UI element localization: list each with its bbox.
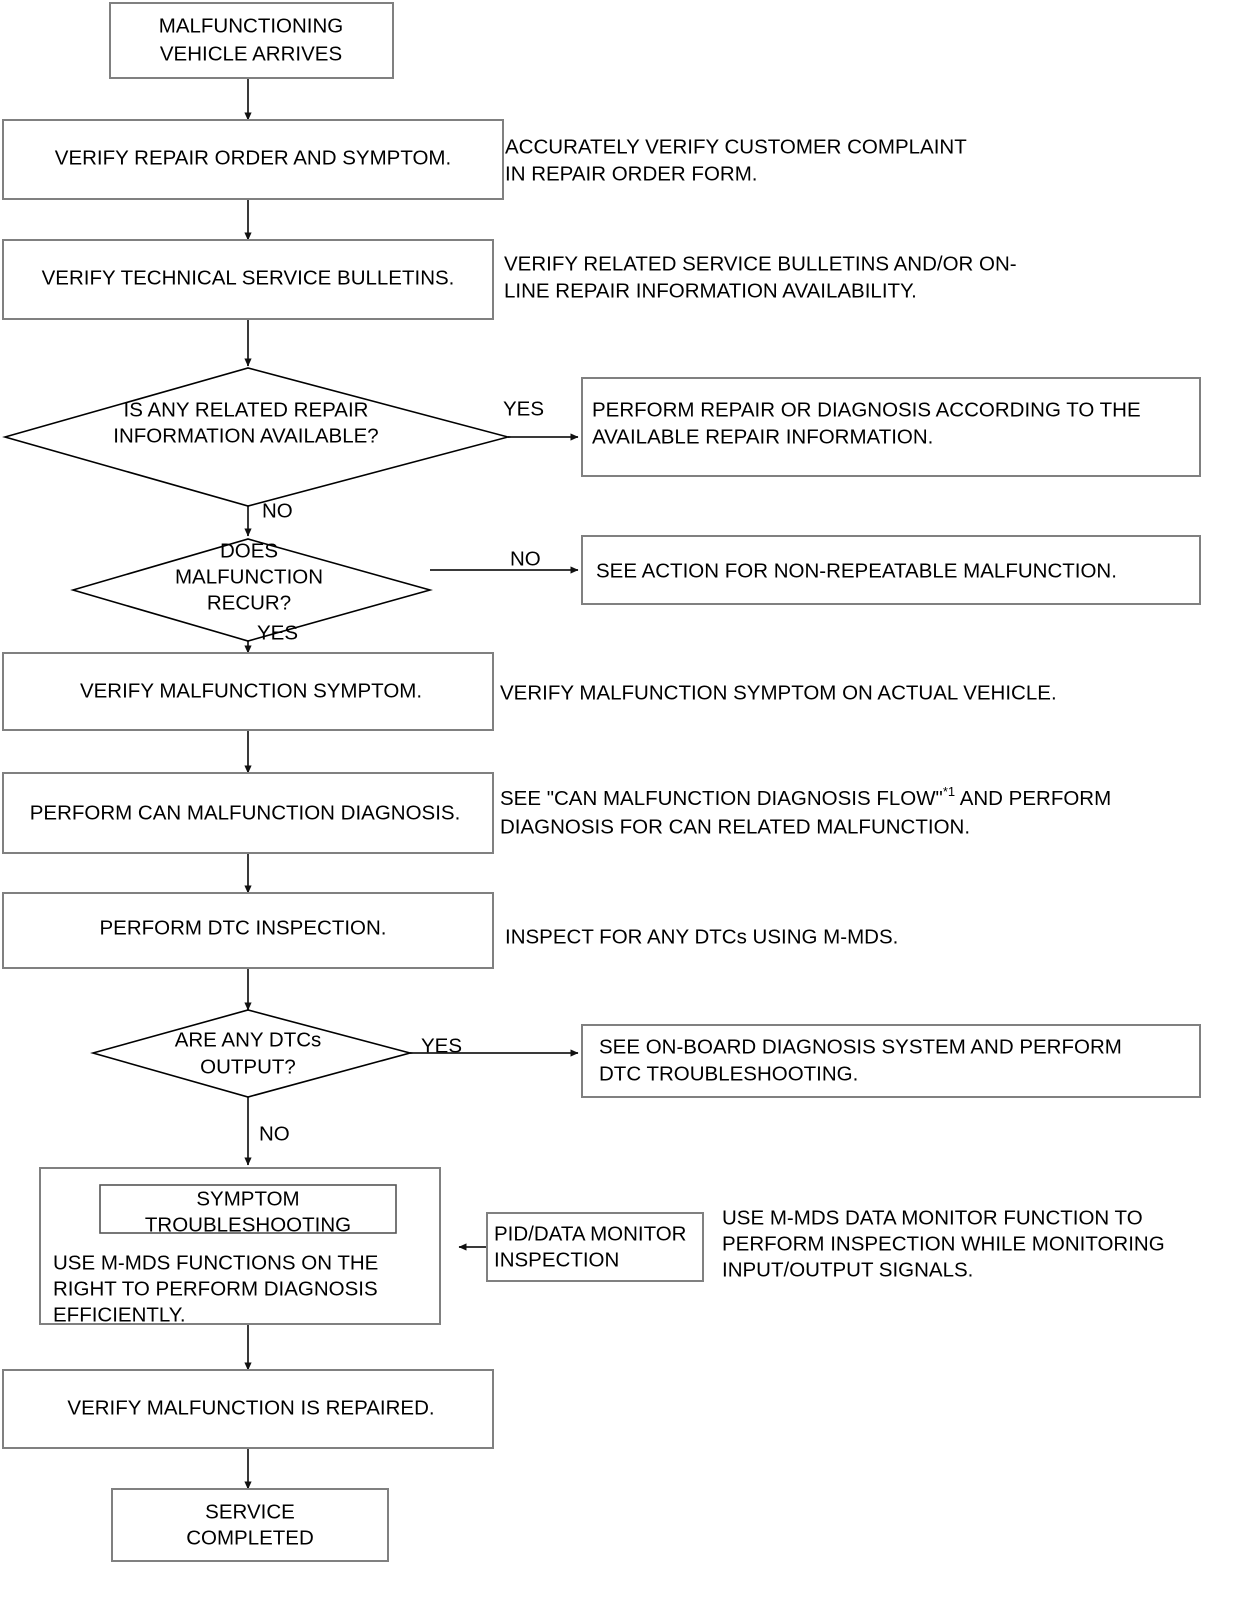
symptom-troubleshooting-inner-line1: SYMPTOM [196,1187,299,1210]
annotation-verify-tsb-line1: VERIFY RELATED SERVICE BULLETINS AND/OR … [504,252,1017,275]
annotation-pid-line1: USE M-MDS DATA MONITOR FUNCTION TO [722,1206,1143,1229]
node-symptom-troubleshooting-inner-box [99,1184,397,1234]
edge-label-recur-no: NO [510,547,541,570]
node-dtc-inspection-box [2,892,494,969]
decision-repair-info-line2: INFORMATION AVAILABLE? [113,424,378,447]
action-dtc-troubleshooting-line1: SEE ON-BOARD DIAGNOSIS SYSTEM AND PERFOR… [599,1035,1122,1058]
decision-dtc-line2: OUTPUT? [200,1055,296,1078]
node-can-diagnosis-box [2,772,494,854]
action-dtc-troubleshooting-line2: DTC TROUBLESHOOTING. [599,1062,858,1085]
decision-repair-info-line1: IS ANY RELATED REPAIR [124,398,369,421]
node-action-non-repeatable-box [581,535,1201,605]
symptom-troubleshooting-body-line2: RIGHT TO PERFORM DIAGNOSIS [53,1277,378,1300]
node-verify-repair-order-box [2,119,504,200]
node-start-box [109,2,394,79]
symptom-troubleshooting-body-line3: EFFICIENTLY. [53,1303,186,1326]
node-start-line2: VEHICLE ARRIVES [160,42,342,65]
symptom-troubleshooting-body-line1: USE M-MDS FUNCTIONS ON THE [53,1251,378,1274]
annotation-can-sup: *1 [943,784,955,799]
node-verify-repair-order-label: VERIFY REPAIR ORDER AND SYMPTOM. [55,146,451,169]
annotation-verify-symptom-line1: VERIFY MALFUNCTION SYMPTOM ON ACTUAL VEH… [500,681,1057,704]
pid-data-monitor-line1: PID/DATA MONITOR [494,1222,687,1245]
pid-data-monitor-line2: INSPECTION [494,1248,619,1271]
annotation-pid-line3: INPUT/OUTPUT SIGNALS. [722,1258,973,1281]
decision-recur-line2: MALFUNCTION [175,565,323,588]
connectors [244,78,579,1490]
decision-recur-line3: RECUR? [207,591,291,614]
node-verify-tsb-label: VERIFY TECHNICAL SERVICE BULLETINS. [42,266,455,289]
decision-recur-diamond [70,538,433,642]
node-verify-tsb-box [2,239,494,320]
action-repair-info-line1: PERFORM REPAIR OR DIAGNOSIS ACCORDING TO… [592,398,1141,421]
node-action-dtc-troubleshooting-box [581,1024,1201,1098]
decision-dtc-diamond [90,1009,414,1098]
annotation-dtc-inspection-line1: INSPECT FOR ANY DTCs USING M-MDS. [505,925,898,948]
decision-dtc-line1: ARE ANY DTCs [175,1028,322,1051]
node-verify-symptom-label: VERIFY MALFUNCTION SYMPTOM. [80,679,422,702]
decision-repair-info-diamond [2,367,512,507]
node-pid-data-monitor-box [486,1212,704,1282]
node-action-repair-info-box [581,377,1201,477]
edge-label-dtc-no: NO [259,1122,290,1145]
node-verify-symptom-box [2,652,494,731]
node-service-completed-box [111,1488,389,1562]
annotation-can-pre: SEE "CAN MALFUNCTION DIAGNOSIS FLOW" [500,787,943,810]
node-verify-repaired-box [2,1369,494,1449]
annotation-pid-line2: PERFORM INSPECTION WHILE MONITORING [722,1232,1165,1255]
annotation-verify-repair-order-line1: ACCURATELY VERIFY CUSTOMER COMPLAINT [505,135,967,158]
annotation-can-diagnosis-line1: SEE "CAN MALFUNCTION DIAGNOSIS FLOW"*1 A… [500,784,1111,810]
symptom-troubleshooting-inner-line2: TROUBLESHOOTING [145,1213,351,1236]
edge-label-repair-info-no: NO [262,499,293,522]
node-dtc-inspection-label: PERFORM DTC INSPECTION. [99,916,386,939]
decision-recur-line1: DOES [220,539,278,562]
node-service-completed-line1: SERVICE [205,1500,295,1523]
edge-label-repair-info-yes: YES [503,397,544,420]
annotation-verify-tsb-line2: LINE REPAIR INFORMATION AVAILABILITY. [504,279,917,302]
node-verify-repaired-label: VERIFY MALFUNCTION IS REPAIRED. [67,1396,434,1419]
node-can-diagnosis-label: PERFORM CAN MALFUNCTION DIAGNOSIS. [30,801,461,824]
annotation-verify-repair-order-line2: IN REPAIR ORDER FORM. [505,162,757,185]
edge-label-dtc-yes: YES [421,1034,462,1057]
action-non-repeatable-line1: SEE ACTION FOR NON-REPEATABLE MALFUNCTIO… [596,559,1117,582]
edge-label-recur-yes: YES [257,621,298,644]
node-start-line1: MALFUNCTIONING [159,14,344,37]
annotation-can-post: AND PERFORM [955,787,1111,810]
annotation-can-diagnosis-line2: DIAGNOSIS FOR CAN RELATED MALFUNCTION. [500,815,970,838]
action-repair-info-line2: AVAILABLE REPAIR INFORMATION. [592,425,933,448]
node-service-completed-line2: COMPLETED [186,1526,314,1549]
